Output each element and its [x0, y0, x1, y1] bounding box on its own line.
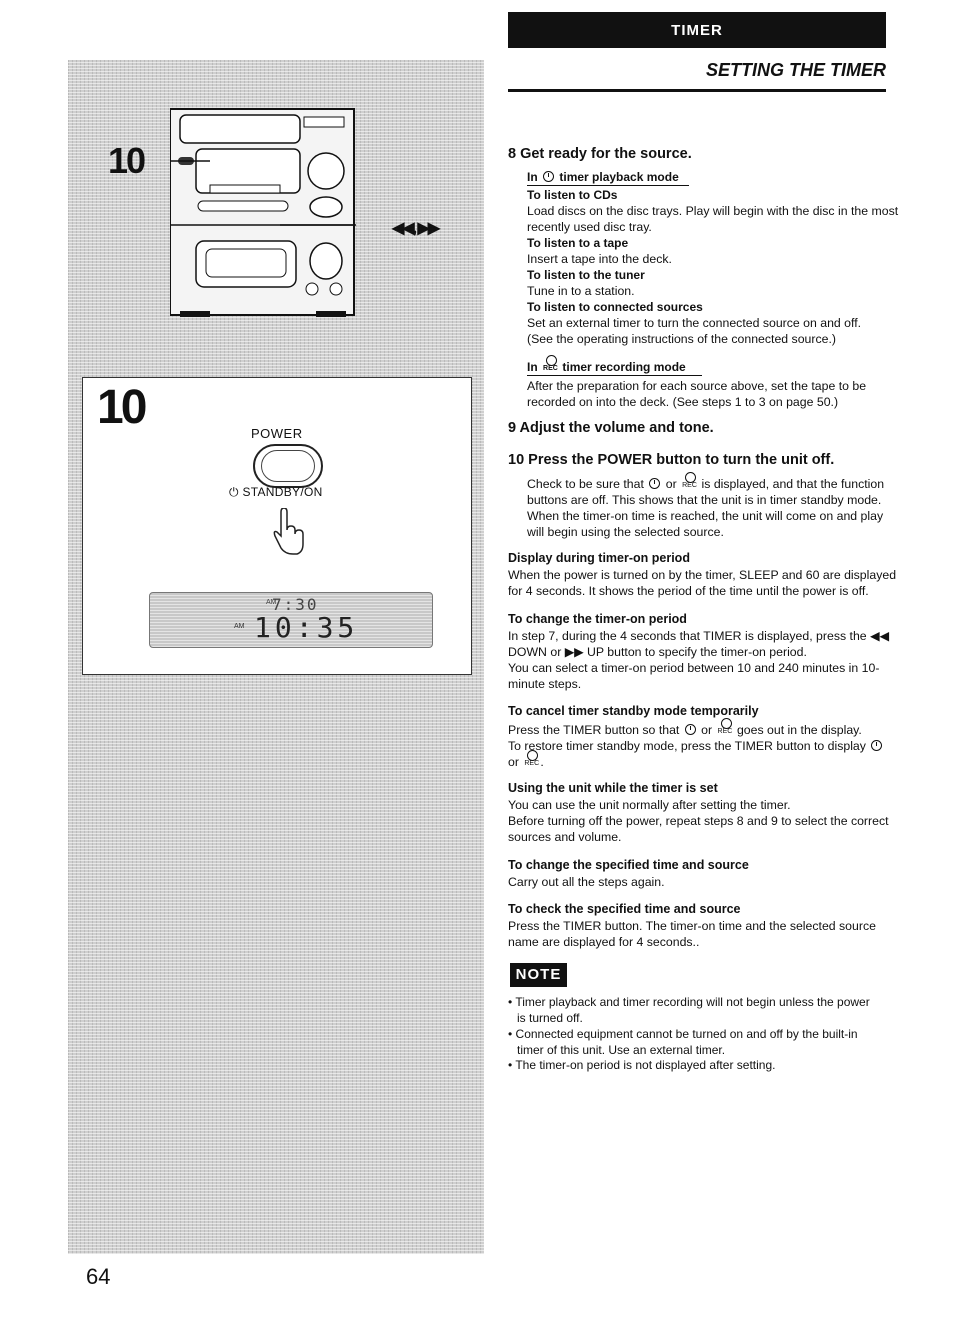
note-badge: NOTE	[510, 963, 567, 987]
step-10-text-3: When the timer-on time is reached, the u…	[527, 509, 884, 523]
note-bullet-2: • Connected equipment cannot be turned o…	[508, 1027, 858, 1041]
timer-rec-icon: REC	[718, 718, 732, 736]
recording-text-1: After the preparation for each source ab…	[527, 379, 867, 393]
check-specified-title: To check the specified time and source	[508, 902, 741, 916]
timer-clock-icon	[871, 740, 883, 751]
connected-text-1: Set an external timer to turn the connec…	[527, 316, 862, 330]
cancel-standby-text-1: Press the TIMER button so that or REC go…	[508, 718, 862, 738]
using-unit-text-3: sources and volume.	[508, 830, 622, 844]
panel-step-number: 10	[97, 381, 147, 434]
display-period-text-1: When the power is turned on by the timer…	[508, 568, 897, 582]
power-step-panel: 10 POWER ⏻ STANDBY/ON AM 7:30 AM 10:35	[82, 377, 472, 675]
using-unit-text-2: Before turning off the power, repeat ste…	[508, 814, 889, 828]
check-specified-text-1: Press the TIMER button. The timer-on tim…	[508, 919, 876, 933]
step-10-text-2: buttons are off. This shows that the uni…	[527, 493, 882, 507]
display-period-title: Display during timer-on period	[508, 551, 690, 565]
tuner-text: Tune in to a station.	[527, 284, 635, 298]
cancel-standby-text-2: To restore timer standby mode, press the…	[508, 738, 884, 754]
cds-text-2: recently used disc tray.	[527, 220, 652, 234]
standby-label: ⏻ STANDBY/ON	[229, 485, 323, 499]
timer-rec-icon: REC	[524, 750, 539, 768]
step-10-text-4: will begin using the selected source.	[527, 525, 724, 539]
note-bullet-1: • Timer playback and timer recording wil…	[508, 995, 870, 1009]
step-callout: 10	[108, 140, 146, 181]
note-bullet-2-cont: timer of this unit. Use an external time…	[517, 1043, 726, 1057]
change-period-text-2: DOWN or ▶▶ UP button to specify the time…	[508, 645, 807, 659]
note-bullet-3: • The timer-on period is not displayed a…	[508, 1058, 776, 1072]
tape-text: Insert a tape into the deck.	[527, 252, 672, 266]
step-9-title: 9 Adjust the volume and tone.	[508, 420, 714, 436]
title-rule	[508, 89, 886, 92]
connected-text-2: (See the operating instructions of the c…	[527, 332, 836, 346]
timer-clock-icon	[543, 171, 555, 182]
timer-rec-icon: REC	[682, 472, 697, 490]
skip-buttons-label: ◀◀, ▶▶	[392, 220, 440, 237]
display-clock-time: 10:35	[254, 611, 359, 644]
cancel-standby-text-3: or REC.	[508, 750, 544, 770]
tuner-heading: To listen to the tuner	[527, 268, 645, 282]
header-bar: TIMER	[508, 12, 886, 48]
power-button[interactable]	[253, 444, 323, 488]
display-period-text-2: for 4 seconds. It shows the period of th…	[508, 584, 869, 598]
timer-clock-icon	[684, 724, 696, 735]
change-period-text-3: You can select a timer-on period between…	[508, 661, 880, 675]
timer-clock-icon	[649, 478, 661, 489]
note-bullet-1-cont: is turned off.	[517, 1011, 583, 1025]
recording-text-2: recorded on into the deck. (See steps 1 …	[527, 395, 839, 409]
step-10-text-1: Check to be sure that or REC is displaye…	[527, 472, 884, 492]
step-8-title: 8 Get ready for the source.	[508, 146, 692, 162]
display-am-main: AM	[234, 623, 245, 630]
section-title: SETTING THE TIMER	[706, 60, 886, 80]
display-am-top: AM	[266, 599, 277, 606]
cds-heading: To listen to CDs	[527, 188, 618, 202]
display-timer-time: 7:30	[272, 595, 319, 614]
check-specified-text-2: name are displayed for 4 seconds..	[508, 935, 700, 949]
cancel-standby-title: To cancel timer standby mode temporarily	[508, 704, 759, 718]
change-period-text-1: In step 7, during the 4 seconds that TIM…	[508, 629, 889, 643]
stereo-unit-illustration	[170, 108, 356, 317]
pointing-hand-icon	[273, 508, 304, 555]
timer-rec-icon: REC	[543, 355, 558, 373]
power-icon: ⏻	[229, 485, 239, 499]
change-period-text-4: minute steps.	[508, 677, 582, 691]
cds-text-1: Load discs on the disc trays. Play will …	[527, 204, 899, 218]
change-specified-title: To change the specified time and source	[508, 858, 749, 872]
step-10-title: 10 Press the POWER button to turn the un…	[508, 452, 835, 468]
change-specified-text: Carry out all the steps again.	[508, 875, 665, 889]
power-label: POWER	[251, 426, 303, 441]
page-number: 64	[86, 1264, 111, 1289]
tape-heading: To listen to a tape	[527, 236, 629, 250]
connected-heading: To listen to connected sources	[527, 300, 703, 314]
change-period-title: To change the timer-on period	[508, 612, 687, 626]
playback-mode-heading: In timer playback mode	[527, 170, 689, 186]
unit-display: AM 7:30 AM 10:35	[149, 592, 433, 648]
using-unit-title: Using the unit while the timer is set	[508, 781, 718, 795]
recording-mode-heading: In REC timer recording mode	[527, 355, 702, 376]
using-unit-text-1: You can use the unit normally after sett…	[508, 798, 791, 812]
